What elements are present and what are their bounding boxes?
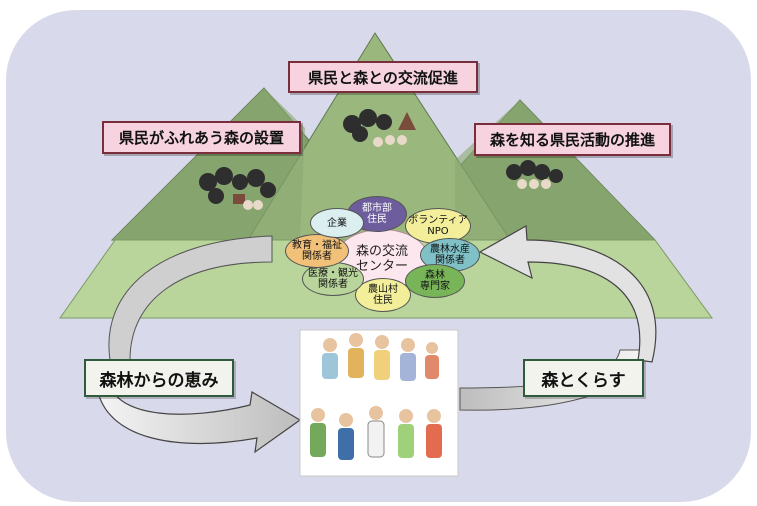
petal-education-welfare-l1: 教育・福祉 <box>292 240 342 251</box>
petal-education-welfare: 教育・福祉 関係者 <box>285 234 349 268</box>
people-illustration <box>310 333 442 460</box>
petal-companies-l1: 企業 <box>327 217 347 229</box>
petal-education-welfare-l2: 関係者 <box>302 251 332 262</box>
label-exchange-promotion: 県民と森との交流促進 <box>288 61 478 93</box>
petal-forest-experts-l1: 森林 <box>425 270 445 281</box>
forest-cluster-left <box>199 167 276 210</box>
petal-volunteer-npo-l2: NPO <box>427 226 449 237</box>
petal-agriculture-l2: 関係者 <box>435 255 465 266</box>
petal-medical-tourism-l1: 医療・観光 <box>308 268 358 279</box>
petal-rural-residents-l1: 農山村 <box>368 284 398 295</box>
petal-companies: 企業 <box>310 208 364 238</box>
forest-cluster-top <box>343 109 416 147</box>
label-citizen-activity: 森を知る県民活動の推進 <box>474 123 671 156</box>
petal-volunteer-npo-l1: ボランティア <box>408 215 468 226</box>
petal-forest-experts: 森林 専門家 <box>405 264 465 298</box>
petal-rural-residents: 農山村 住民 <box>355 278 411 312</box>
petal-urban-residents-l2: 住民 <box>367 214 387 225</box>
center-line-1: 森の交流 <box>355 244 408 259</box>
center-line-2: センター <box>355 259 408 274</box>
petal-agriculture-l1: 農林水産 <box>430 244 470 255</box>
petal-rural-residents-l2: 住民 <box>373 295 393 306</box>
label-live-with-forest: 森とくらす <box>523 359 644 397</box>
petal-urban-residents-l1: 都市部 <box>362 203 392 214</box>
label-forest-setup: 県民がふれあう森の設置 <box>102 121 301 154</box>
petal-forest-experts-l2: 専門家 <box>420 281 450 292</box>
arrow-left-bottom <box>97 378 302 454</box>
arrow-right-up <box>478 225 657 363</box>
forest-cluster-right <box>506 160 563 189</box>
label-forest-benefits: 森林からの恵み <box>84 359 234 397</box>
petal-medical-tourism-l2: 関係者 <box>318 279 348 290</box>
